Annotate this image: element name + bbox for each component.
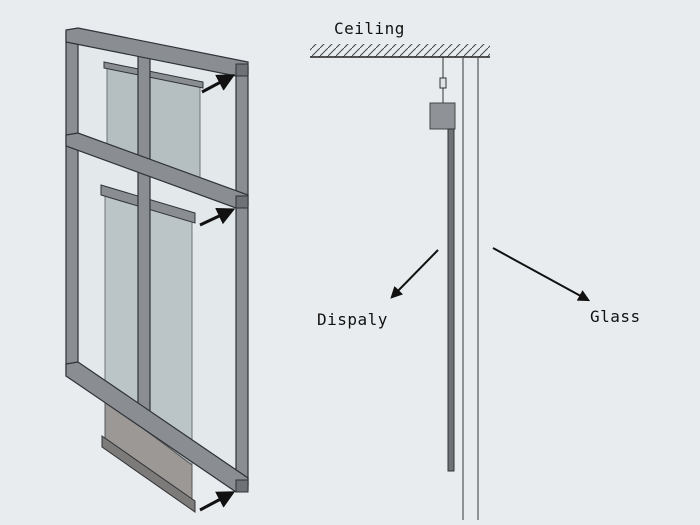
- frame-right-post: [235, 63, 249, 486]
- arrow-middle: [199, 207, 236, 227]
- rail-cap-bottom: [235, 479, 249, 493]
- glass-wall-3d: [65, 27, 249, 513]
- lower-display-base: [101, 435, 196, 513]
- arrow-bottom: [199, 491, 236, 512]
- upper-display-rail: [103, 61, 204, 89]
- ceiling-hatch: [310, 44, 490, 57]
- frame-left-post: [65, 29, 79, 375]
- display-label: Dispaly: [317, 310, 388, 329]
- frame-middle-post: [137, 45, 151, 420]
- ceiling-label: Ceiling: [334, 19, 405, 38]
- rail-cap-top: [235, 63, 249, 77]
- arrow-top: [201, 74, 236, 94]
- glass-arrow: [492, 247, 591, 302]
- display-bar: [447, 128, 455, 472]
- display-arrow: [390, 249, 439, 299]
- mounting-block: [429, 102, 456, 130]
- hanging-hook: [439, 77, 447, 89]
- rail-cap-middle: [235, 195, 249, 209]
- glass-label: Glass: [590, 307, 641, 326]
- side-section-view: [310, 44, 591, 520]
